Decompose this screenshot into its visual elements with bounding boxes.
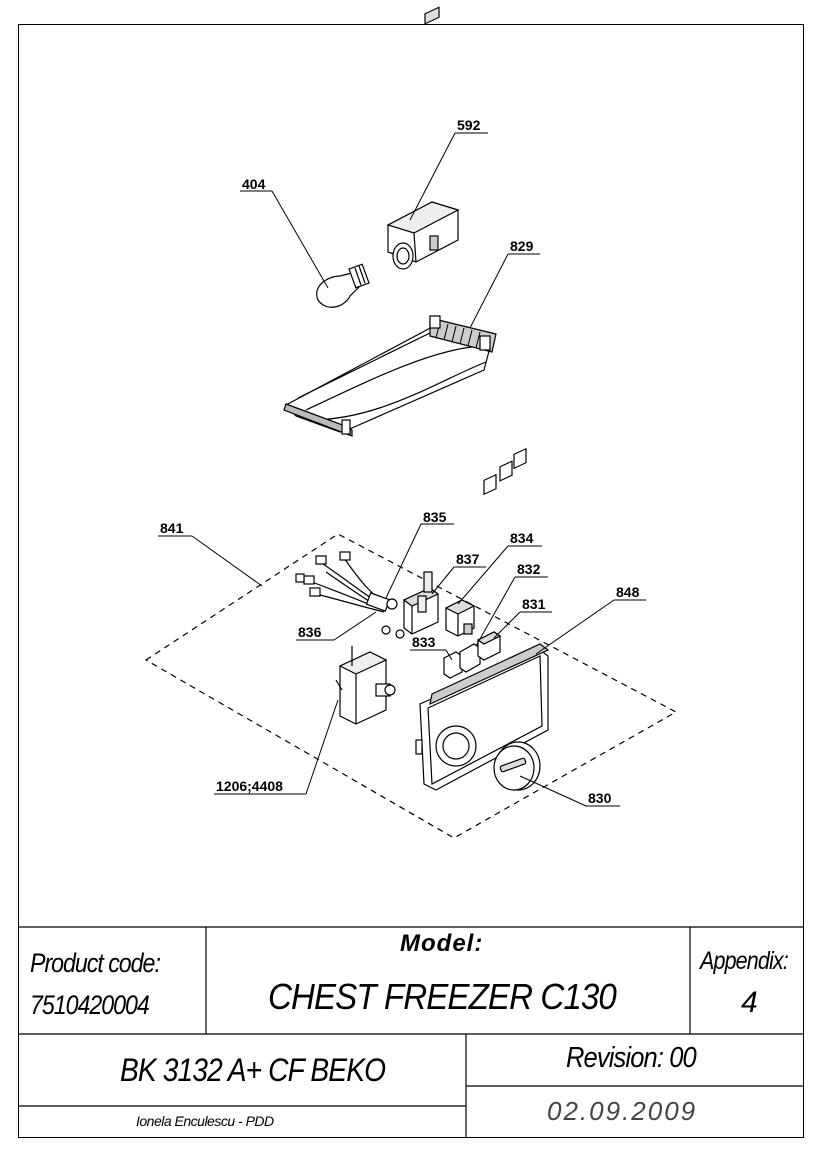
callout-836: 836: [298, 624, 322, 640]
product-code-label: Product code:: [30, 948, 161, 978]
part-829-lamp-cover: [283, 315, 497, 437]
title-block-grid: [18, 926, 804, 1138]
revision-date: 02.09.2009: [547, 1096, 698, 1126]
callout-592: 592: [457, 117, 481, 133]
product-code-value: 7510420004: [30, 990, 150, 1020]
author-name: Ionela Enculescu - PDD: [136, 1113, 274, 1129]
callout-834: 834: [510, 530, 534, 546]
callout-832: 832: [517, 561, 541, 577]
callout-833: 833: [412, 634, 436, 650]
part-1206-thermostat: [335, 646, 396, 725]
callout-837: 837: [456, 551, 480, 567]
part-592-lamp-holder: [386, 6, 460, 270]
appendix-label: Appendix:: [700, 947, 789, 975]
callout-831: 831: [522, 596, 546, 612]
callout-404: 404: [242, 176, 266, 192]
revision-label: Revision: 00: [566, 1042, 697, 1074]
callout-829: 829: [510, 238, 534, 254]
appendix-value: 4: [741, 986, 758, 1019]
callout-835: 835: [423, 509, 447, 525]
drawing-frame: [18, 24, 804, 1138]
part-830-knob: [493, 741, 541, 791]
model-value: CHEST FREEZER C130: [268, 976, 617, 1017]
part-404-bulb: [316, 263, 370, 308]
callout-1206: 1206;4408: [216, 778, 283, 794]
callout-848: 848: [616, 584, 640, 600]
part-832-button: [459, 643, 481, 673]
part-837-terminal-block: [381, 571, 440, 639]
part-834-switch: [444, 599, 476, 637]
leader-lines: [158, 132, 646, 807]
part-831-button: [476, 631, 502, 661]
model-label: Model:: [400, 930, 484, 957]
callout-830: 830: [588, 790, 612, 806]
part-848-control-panel: [415, 447, 550, 791]
model-code: BK 3132 A+ CF BEKO: [120, 1052, 386, 1088]
part-836-wiring-harness: [295, 551, 398, 613]
part-833-button: [443, 651, 463, 679]
callout-841: 841: [160, 520, 184, 536]
callout-labels: 592 404 829 835 841 834 837 832 848 831 …: [160, 117, 640, 806]
